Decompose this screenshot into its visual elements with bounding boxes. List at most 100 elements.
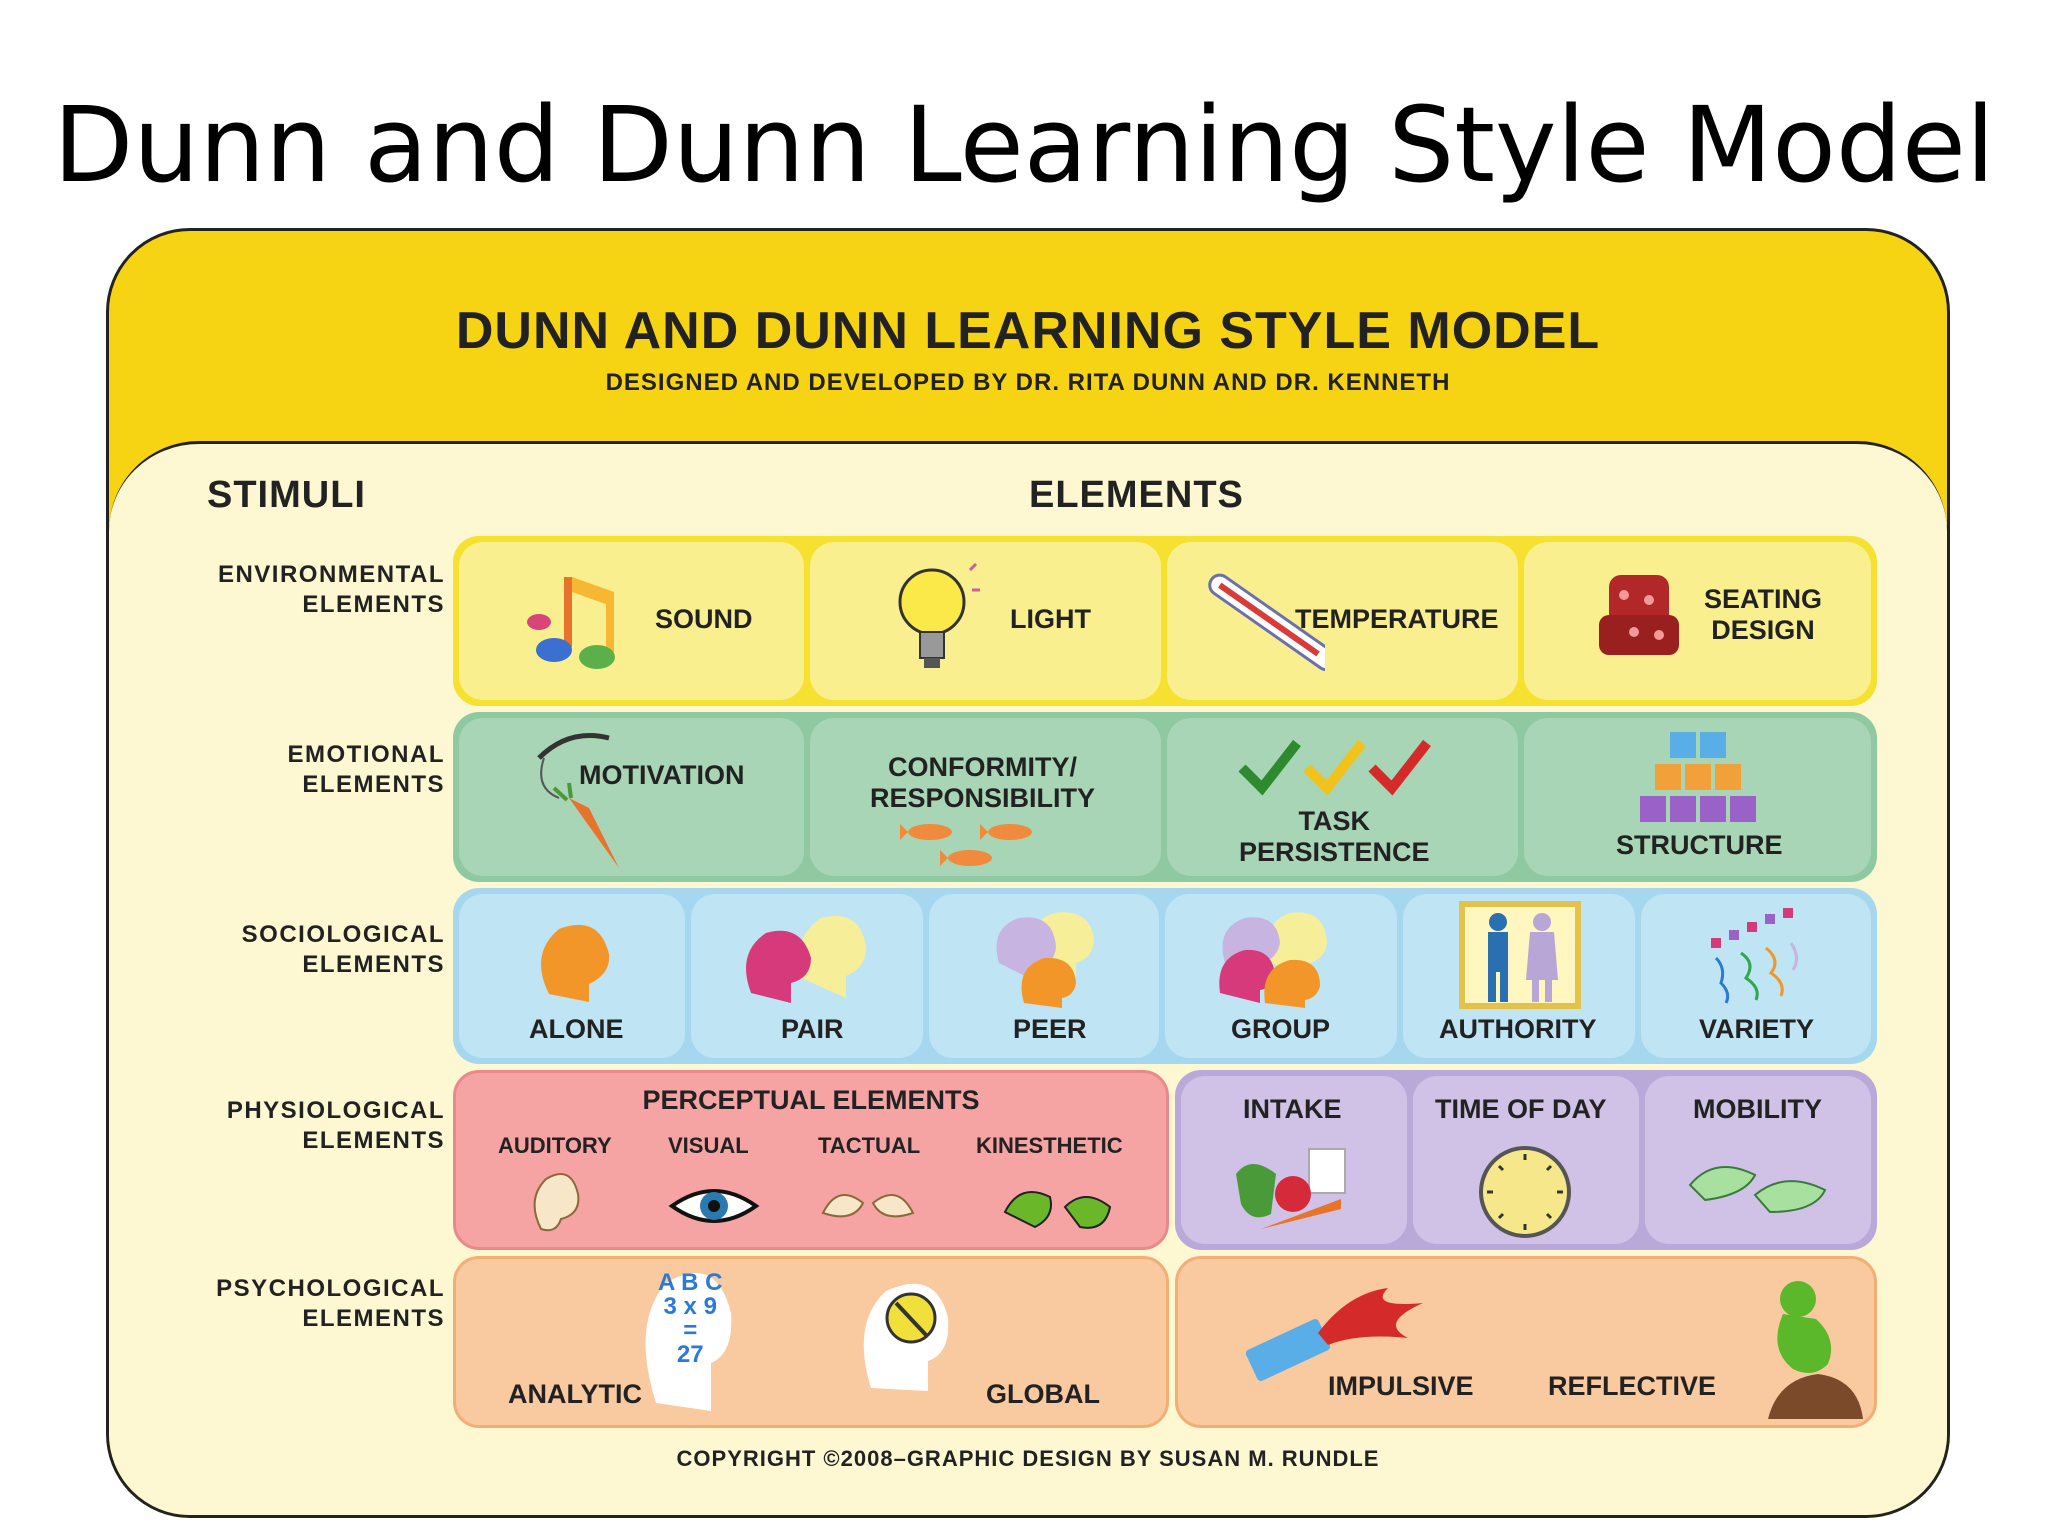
global-head-icon [863, 1283, 949, 1391]
element-mobility: MOBILITY [1645, 1076, 1871, 1244]
carrot-stick-icon [537, 733, 619, 868]
eye-icon [668, 1189, 760, 1223]
environmental-band: SOUND LIGHT TEMPERATURE [453, 536, 1877, 706]
stimulus-label-psychological: PSYCHOLOGICAL ELEMENTS [129, 1274, 445, 1334]
element-label: SOUND [655, 604, 753, 634]
label-line: CONFORMITY/ [888, 752, 1078, 782]
perceptual-label: TACTUAL [818, 1133, 921, 1158]
shoes-icon [1003, 1191, 1112, 1229]
element-authority: AUTHORITY [1403, 894, 1635, 1058]
element-alone: ALONE [459, 894, 685, 1058]
diagram-poster: DUNN AND DUNN LEARNING STYLE MODEL DESIG… [106, 228, 1950, 1518]
stimulus-label-line: ENVIRONMENTAL [217, 561, 445, 588]
element-sound: SOUND [459, 542, 804, 700]
element-label: TIME OF DAY [1435, 1094, 1607, 1124]
stimulus-label-emotional: EMOTIONAL ELEMENTS [129, 740, 445, 800]
music-notes-icon [527, 577, 615, 669]
label-line: TASK [1298, 806, 1371, 836]
perceptual-elements-block: PERCEPTUAL ELEMENTS AUDITORY VISUAL TACT… [453, 1070, 1169, 1250]
elements-header: ELEMENTS [1029, 474, 1244, 516]
stimulus-label-line: SOCIOLOGICAL [241, 921, 445, 948]
element-label: LIGHT [1010, 604, 1091, 634]
impulsive-splash-icon [1245, 1288, 1423, 1381]
perceptual-label: VISUAL [668, 1133, 749, 1158]
head-text-line: 27 [676, 1341, 704, 1368]
element-label-global: GLOBAL [986, 1379, 1100, 1409]
element-label: PAIR [781, 1014, 844, 1044]
stimulus-label-line: ELEMENTS [302, 771, 445, 798]
element-label: MOTIVATION [579, 760, 745, 790]
label-line: RESPONSIBILITY [870, 783, 1096, 814]
sociological-band: ALONE PAIR PEER [453, 888, 1877, 1064]
perceptual-label: AUDITORY [498, 1133, 612, 1158]
element-conformity-responsibility: CONFORMITY/ RESPONSIBILITY [810, 718, 1161, 876]
analytic-global-block: A B C 3 x 9 = 27 ANALYTIC GLOBAL [453, 1256, 1169, 1428]
perceptual-label: KINESTHETIC [976, 1133, 1123, 1158]
two-heads-icon [746, 916, 866, 1003]
checkmarks-icon [1238, 739, 1431, 796]
authority-figures-icon [1459, 901, 1581, 1009]
variety-icon [1711, 908, 1798, 1004]
blocks-pyramid-icon [1640, 732, 1756, 822]
footprints-icon [1688, 1166, 1827, 1214]
fish-school-icon [900, 824, 1032, 866]
clock-icon [1479, 1146, 1571, 1238]
element-label: GROUP [1231, 1014, 1331, 1044]
element-seating-design: SEATING DESIGN [1524, 542, 1871, 700]
element-task-persistence: TASK PERSISTENCE [1167, 718, 1518, 876]
stimulus-label-line: PSYCHOLOGICAL [216, 1275, 445, 1302]
copyright-line: COPYRIGHT ©2008–GRAPHIC DESIGN BY SUSAN … [676, 1446, 1380, 1471]
stimulus-label-line: ELEMENTS [302, 951, 445, 978]
label-line: PERSISTENCE [1239, 837, 1430, 868]
element-label: STRUCTURE [1616, 830, 1783, 860]
perceptual-elements-title: PERCEPTUAL ELEMENTS [642, 1085, 980, 1115]
element-label: MOBILITY [1693, 1094, 1822, 1124]
element-peer: PEER [929, 894, 1159, 1058]
element-pair: PAIR [691, 894, 923, 1058]
stimuli-header: STIMULI [207, 474, 366, 516]
poster-body: STIMULI ELEMENTS ENVIRONMENTAL ELEMENTS … [109, 441, 1947, 1515]
stimulus-label-physiological: PHYSIOLOGICAL ELEMENTS [129, 1096, 445, 1156]
poster-title: DUNN AND DUNN LEARNING STYLE MODEL [455, 302, 1601, 360]
element-structure: STRUCTURE [1524, 718, 1871, 876]
thermometer-icon [1208, 573, 1325, 672]
element-label: ALONE [529, 1014, 624, 1044]
armchair-icon [1599, 575, 1679, 655]
label-line: DESIGN [1711, 615, 1815, 646]
element-light: LIGHT [810, 542, 1161, 700]
element-label: SEATING DESIGN [1704, 584, 1822, 646]
stimulus-label-sociological: SOCIOLOGICAL ELEMENTS [129, 920, 445, 980]
element-label-impulsive: IMPULSIVE [1328, 1371, 1474, 1401]
stimulus-label-line: PHYSIOLOGICAL [226, 1097, 445, 1124]
label-line: SEATING [1704, 584, 1823, 614]
stimulus-label-line: ELEMENTS [302, 591, 445, 618]
stimulus-label-line: EMOTIONAL [287, 741, 445, 768]
element-variety: VARIETY [1641, 894, 1871, 1058]
element-group: GROUP [1165, 894, 1397, 1058]
thinker-statue-icon [1768, 1281, 1863, 1419]
element-label: TEMPERATURE [1295, 604, 1499, 634]
analytic-head-icon [645, 1273, 732, 1411]
lightbulb-icon [898, 562, 980, 668]
stimulus-label-environmental: ENVIRONMENTAL ELEMENTS [129, 560, 445, 620]
element-label: CONFORMITY/ RESPONSIBILITY [870, 752, 1095, 814]
group-heads-icon [1219, 912, 1327, 1008]
slide-title: Dunn and Dunn Learning Style Model [53, 84, 1995, 206]
head-text-line: 3 x 9 [663, 1293, 717, 1320]
element-label: AUTHORITY [1439, 1014, 1597, 1044]
element-label-reflective: REFLECTIVE [1548, 1371, 1717, 1401]
poster-subtitle: DESIGNED AND DEVELOPED BY DR. RITA DUNN … [605, 369, 1451, 396]
analytic-head-text: A B C 3 x 9 = 27 [658, 1271, 722, 1367]
physiological-band: INTAKE TIME OF DAY MOBILITY [1175, 1070, 1877, 1250]
element-time-of-day: TIME OF DAY [1413, 1076, 1639, 1244]
ear-icon [533, 1173, 580, 1232]
emotional-band: MOTIVATION CONFORMITY/ RESPONSIBILITY [453, 712, 1877, 882]
element-label: INTAKE [1243, 1094, 1342, 1124]
single-head-icon [541, 924, 610, 1002]
element-motivation: MOTIVATION [459, 718, 804, 876]
head-text-line: = [683, 1317, 698, 1344]
element-label: PEER [1013, 1014, 1087, 1044]
stimulus-label-line: ELEMENTS [302, 1305, 445, 1332]
element-label: TASK PERSISTENCE [1239, 806, 1430, 868]
food-icon [1236, 1148, 1346, 1229]
